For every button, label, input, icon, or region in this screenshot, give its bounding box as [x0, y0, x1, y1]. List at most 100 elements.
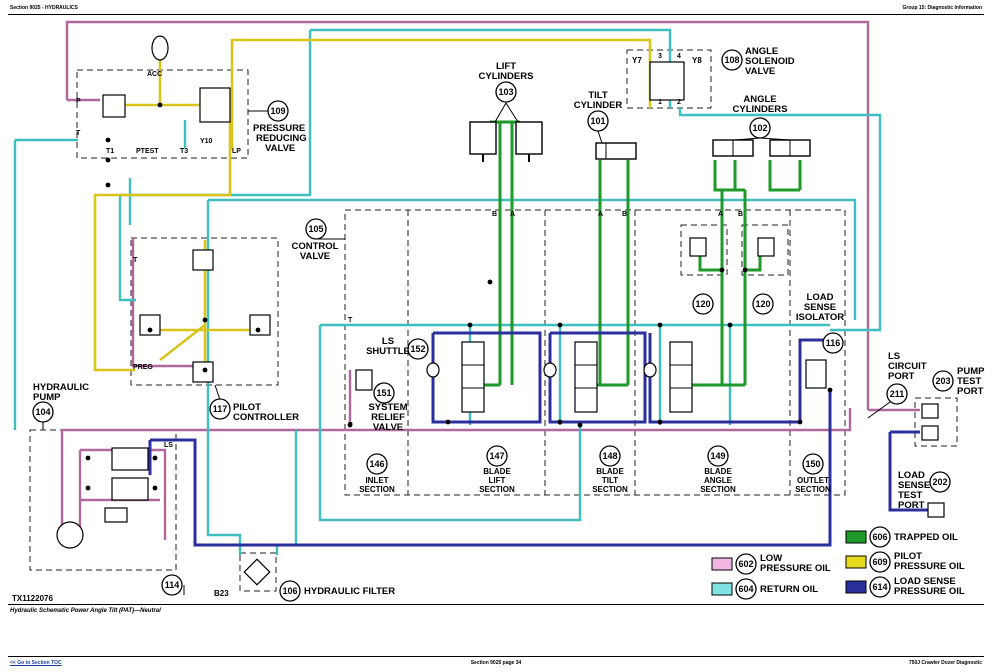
- blade-tilt-label: SECTION: [592, 485, 628, 494]
- header-section: Section 9025 - HYDRAULICS: [10, 5, 78, 11]
- solenoid-y8-label: Y8: [692, 56, 702, 65]
- legend-low-pressure-label: LOW: [760, 553, 782, 564]
- port-b-lift-label: B: [492, 211, 497, 218]
- angle-solenoid-label: SOLENOID: [745, 56, 795, 67]
- port-ptest-label: PTEST: [136, 148, 159, 155]
- pump-test-port-box: [914, 397, 958, 447]
- blade-lift-label: SECTION: [479, 485, 515, 494]
- blade-angle-label: SECTION: [700, 485, 736, 494]
- ls-shuttle-label: LS: [382, 336, 394, 347]
- legend-item-return: 604 RETURN OIL: [711, 578, 818, 600]
- pump-sections: [56, 447, 149, 549]
- pilot-controller-label: CONTROLLER: [233, 412, 299, 423]
- callout-control-valve-num: 105: [308, 224, 323, 234]
- angle-cylinder-right: [769, 139, 811, 157]
- return-line: [678, 108, 882, 332]
- callout-angle-cylinders-num: 102: [752, 123, 767, 133]
- tilt-cylinder-label: CYLINDER: [574, 100, 623, 111]
- angle-cylinder-left: [712, 139, 754, 157]
- solenoid-y10-label: Y10: [200, 138, 213, 145]
- callout-relief-left-num: 120: [695, 299, 710, 309]
- port-1-label: 1: [658, 99, 662, 106]
- port-t1-label: T1: [106, 148, 114, 155]
- callout-inlet-section: [366, 453, 388, 475]
- outlet-section-label: SECTION: [795, 485, 831, 494]
- legend: 602 LOW PRESSURE OIL 604 RETURN OIL 606 …: [711, 526, 965, 600]
- inlet-section-label: SECTION: [359, 485, 395, 494]
- trapped-oil-line: [698, 240, 762, 272]
- low-pressure-line: [65, 20, 870, 410]
- ls-shuttle-label: SHUTTLE: [366, 346, 410, 357]
- blade-tilt-label: BLADE: [596, 467, 624, 476]
- angle-spool-valve: [669, 341, 693, 413]
- angle-solenoid-label: ANGLE: [745, 46, 778, 57]
- callout-pilot-controller-num: 117: [213, 404, 228, 414]
- callout-hydraulic-pump: [32, 401, 54, 423]
- tilt-cylinder-label: TILT: [588, 90, 608, 101]
- test-port-fittings: [921, 403, 945, 518]
- blade-lift-label: LIFT: [489, 476, 506, 485]
- trapped-oil-line: [720, 190, 747, 385]
- return-line: [310, 28, 672, 108]
- shuttle-valves: [426, 362, 657, 378]
- low-pressure-line: [131, 238, 200, 368]
- port-t-controller-label: T: [133, 257, 138, 264]
- pressure-reducing-label: REDUCING: [256, 133, 307, 144]
- port-p-label: P: [76, 98, 81, 105]
- pump-test-port-label: PUMP: [957, 366, 985, 377]
- callout-ls-circuit-port: [886, 383, 908, 405]
- lift-cylinder-right: [515, 121, 543, 162]
- callout-angle-solenoid-valve: [721, 49, 743, 71]
- callout-angle-cylinders: [749, 117, 771, 139]
- footer-manual: 750J Crawler Dozer Diagnostic: [908, 660, 982, 666]
- load-sense-isolator-label: LOAD: [807, 292, 834, 303]
- system-relief-label: VALVE: [373, 422, 403, 433]
- callout-ls-shuttle-num: 152: [410, 344, 425, 354]
- callout-relief-right-num: 120: [755, 299, 770, 309]
- port-ls-pump-label: LS: [164, 442, 173, 449]
- callout-inlet-section-num: 146: [369, 459, 384, 469]
- callout-tilt-cylinder: [587, 110, 609, 132]
- callout-blade-tilt-num: 148: [602, 451, 617, 461]
- junction-dots: [85, 102, 833, 491]
- callout-tilt-cylinder-num: 101: [590, 116, 605, 126]
- load-sense-isolator-label: SENSE: [804, 302, 836, 313]
- legend-item-trapped: 606 TRAPPED OIL: [845, 526, 958, 548]
- legend-pilot-label: PRESSURE OIL: [894, 561, 965, 572]
- port-lp-label: LP: [232, 148, 241, 155]
- section-toc-link[interactable]: << Go to Section TOC: [10, 660, 62, 666]
- filter-switch-b23-label: B23: [214, 589, 229, 598]
- legend-low-pressure-num: 602: [738, 559, 753, 569]
- ls-circuit-port-label: LS: [888, 351, 900, 362]
- system-relief-label: RELIEF: [371, 412, 405, 423]
- angle-cylinders-label: ANGLE: [743, 94, 776, 105]
- callout-angle-solenoid-num: 108: [724, 55, 739, 65]
- pilot-controller-valves: [139, 249, 271, 383]
- inlet-section-label: INLET: [365, 476, 388, 485]
- callout-pump-test-port: [932, 370, 954, 392]
- load-sense-test-port-label: LOAD: [898, 470, 925, 481]
- return-line: [275, 430, 298, 555]
- callout-load-sense-isolator: [822, 332, 844, 354]
- low-pressure-line: [80, 448, 167, 540]
- control-valve-box: [344, 209, 846, 496]
- port-b-tilt-label: B: [622, 211, 627, 218]
- blade-tilt-label: TILT: [602, 476, 618, 485]
- load-sense-line: [150, 390, 832, 547]
- blade-lift-label: BLADE: [483, 467, 511, 476]
- load-sense-isolator-valve: [805, 359, 827, 389]
- relief-valves: [689, 237, 775, 257]
- callout-blade-tilt-section: [599, 445, 621, 467]
- footer-page: Section 9025 page 34: [470, 660, 522, 666]
- callout-system-relief-num: 151: [376, 388, 391, 398]
- pilot-controller-label: PILOT: [233, 402, 261, 413]
- load-sense-isolator-label: ISOLATOR: [796, 312, 844, 323]
- legend-trapped-num: 606: [872, 532, 887, 542]
- callout-load-sense-isolator-num: 116: [826, 338, 841, 348]
- return-line: [118, 230, 136, 302]
- port-preg-label: PREG: [133, 364, 153, 371]
- relief-valve-box-right: [741, 224, 789, 276]
- hydraulic-filter-box: [239, 552, 277, 592]
- angle-cylinders-label: CYLINDERS: [733, 104, 788, 115]
